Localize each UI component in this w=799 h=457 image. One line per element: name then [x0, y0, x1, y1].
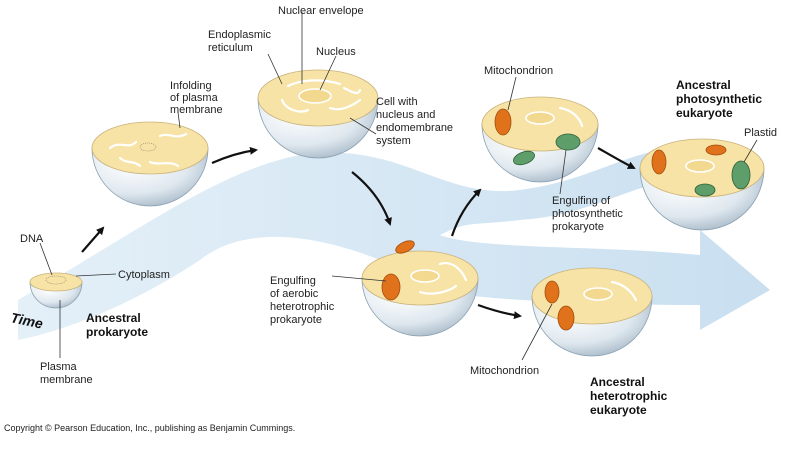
label-ancestral-photo-line1: Ancestral — [676, 78, 731, 92]
label-cell-nucleus-line4: system — [376, 135, 411, 147]
copyright-text: Copyright © Pearson Education, Inc., pub… — [4, 423, 295, 433]
leader-engulf-photo — [559, 149, 567, 195]
plastid-2 — [694, 183, 716, 197]
label-ancestral-photo-line3: eukaryote — [676, 106, 733, 120]
label-nuclear-envelope: Nuclear envelope — [278, 5, 364, 17]
arrow-nucleus-to-aerobic — [351, 171, 392, 226]
mitochondrion-engulfing — [381, 273, 401, 301]
leader-mito-top — [507, 76, 517, 111]
label-engulf-aerobic-line2: of aerobic — [270, 288, 319, 300]
aerobic-prokaryote — [395, 240, 415, 254]
leader-nucleus — [319, 55, 337, 91]
leader-infolding — [177, 111, 181, 129]
leader-dna — [39, 242, 53, 276]
cell-engulfing-aerobic — [361, 240, 479, 337]
label-engulf-aerobic-line4: prokaryote — [270, 314, 322, 326]
label-engulf-aerobic-line3: heterotrophic — [270, 301, 335, 313]
label-engulf-photo-line3: prokaryote — [552, 221, 604, 233]
label-dna: DNA — [20, 233, 44, 245]
label-ancestral-hetero-line3: eukaryote — [590, 403, 647, 417]
arrow-aerobic-to-photo — [450, 188, 482, 237]
label-er-line1: Endoplasmic — [208, 29, 271, 41]
label-infolding-line2: of plasma — [170, 92, 219, 104]
cell-ancestral-photosynthetic — [639, 138, 765, 231]
leader-cell-nucleus — [349, 117, 377, 135]
leader-mito-bottom — [521, 303, 553, 361]
plastid-1 — [731, 160, 751, 190]
mitochondrion-hetero-2 — [557, 305, 575, 331]
label-time: Time — [9, 309, 44, 331]
arrow-photo-to-ancestral-photo — [597, 147, 636, 169]
mitochondrion-photo-2 — [705, 144, 727, 156]
mitochondrion-hetero-1 — [544, 280, 560, 304]
label-ancestral-prokaryote-line1: Ancestral — [86, 311, 141, 325]
leader-engulf-aerobic — [331, 275, 387, 282]
leader-cytoplasm — [75, 273, 117, 277]
label-engulf-aerobic-line1: Engulfing — [270, 275, 316, 287]
label-cytoplasm: Cytoplasm — [118, 269, 170, 281]
cell-ancestral-prokaryote — [29, 272, 83, 309]
label-ancestral-hetero-line1: Ancestral — [590, 375, 645, 389]
label-ancestral-photo-line2: photosynthetic — [676, 92, 762, 106]
arrow-prok-to-infolding — [81, 226, 105, 253]
label-engulf-photo-line2: photosynthetic — [552, 208, 623, 220]
cell-engulfing-photosynthetic — [481, 96, 599, 183]
photosynthetic-prokaryote — [555, 133, 581, 151]
label-infolding-line3: membrane — [170, 104, 223, 116]
leader-er — [267, 53, 283, 85]
label-cell-nucleus-line2: nucleus and — [376, 109, 435, 121]
label-engulf-photo-line1: Engulfing of — [552, 195, 611, 207]
cell-endomembrane — [257, 69, 379, 159]
label-er-line2: reticulum — [208, 42, 253, 54]
mitochondrion-top-cell — [494, 108, 512, 136]
arrow-infolding-to-nucleus — [211, 146, 258, 165]
label-nucleus: Nucleus — [316, 46, 356, 58]
cell-ancestral-heterotrophic — [531, 267, 653, 357]
mitochondrion-photo-1 — [651, 149, 667, 175]
label-mitochondrion-top: Mitochondrion — [484, 65, 553, 77]
label-mitochondrion-bottom: Mitochondrion — [470, 365, 539, 377]
label-plasma-line1: Plasma — [40, 361, 78, 373]
cell-infolding — [91, 121, 209, 207]
label-plastid: Plastid — [744, 127, 777, 139]
arrow-aerobic-to-hetero — [477, 303, 522, 320]
leader-plastid — [743, 139, 758, 163]
label-plasma-line2: membrane — [40, 374, 93, 386]
label-cell-nucleus-line1: Cell with — [376, 96, 418, 108]
label-ancestral-hetero-line2: heterotrophic — [590, 389, 668, 403]
label-ancestral-prokaryote-line2: prokaryote — [86, 325, 148, 339]
label-cell-nucleus-line3: endomembrane — [376, 122, 453, 134]
photosynthetic-prokaryote-outside — [513, 150, 535, 166]
label-infolding-line1: Infolding — [170, 80, 212, 92]
